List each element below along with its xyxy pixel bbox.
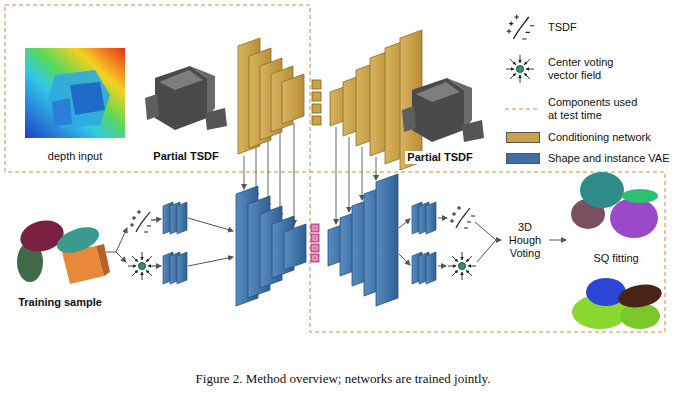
center-voting-symbol bbox=[448, 252, 476, 280]
legend-text: Conditioning network bbox=[548, 131, 651, 144]
stage-label: SQ fitting bbox=[593, 252, 638, 265]
image-label: Partial TSDF bbox=[153, 150, 218, 163]
legend-swatch bbox=[506, 132, 540, 143]
conditioning-decoder bbox=[330, 30, 422, 170]
training-sample-image bbox=[17, 216, 110, 284]
test-time-region bbox=[5, 5, 310, 172]
sq-fit-render bbox=[572, 278, 664, 329]
tsdf-symbol bbox=[450, 206, 475, 228]
legend-tsdf-sample bbox=[507, 15, 535, 39]
legend-text: Components used at test time bbox=[548, 96, 648, 122]
stage-label: 3D Hough Voting bbox=[504, 221, 546, 260]
depth-image bbox=[25, 48, 125, 138]
legend-vote-sample bbox=[506, 55, 534, 83]
image-label: Partial TSDF bbox=[405, 151, 474, 164]
vae-latent-inner bbox=[313, 226, 317, 260]
legend-text: Shape and instance VAE bbox=[548, 152, 670, 165]
vae-decoder bbox=[328, 174, 398, 306]
legend-dash-sample bbox=[505, 109, 540, 110]
legend-text: Center voting vector field bbox=[548, 56, 638, 82]
image-label: Training sample bbox=[18, 296, 102, 309]
vae-input-layers bbox=[163, 202, 187, 284]
conditioning-latent bbox=[312, 80, 321, 125]
tsdf-symbol bbox=[130, 210, 155, 232]
vae-output-layers bbox=[412, 202, 436, 284]
image-label: depth input bbox=[48, 150, 102, 163]
vae-encoder bbox=[236, 186, 306, 306]
partial-tsdf-render bbox=[402, 78, 484, 142]
center-voting-symbol bbox=[128, 252, 156, 280]
vae-latent bbox=[311, 224, 319, 262]
legend-swatch bbox=[506, 153, 540, 164]
figure-caption: Figure 2. Method overview; networks are … bbox=[0, 371, 686, 387]
legend-text: TSDF bbox=[548, 21, 577, 34]
test-time-region bbox=[310, 172, 665, 332]
partial-tsdf-render bbox=[145, 66, 227, 130]
sq-fit-render bbox=[571, 172, 658, 238]
